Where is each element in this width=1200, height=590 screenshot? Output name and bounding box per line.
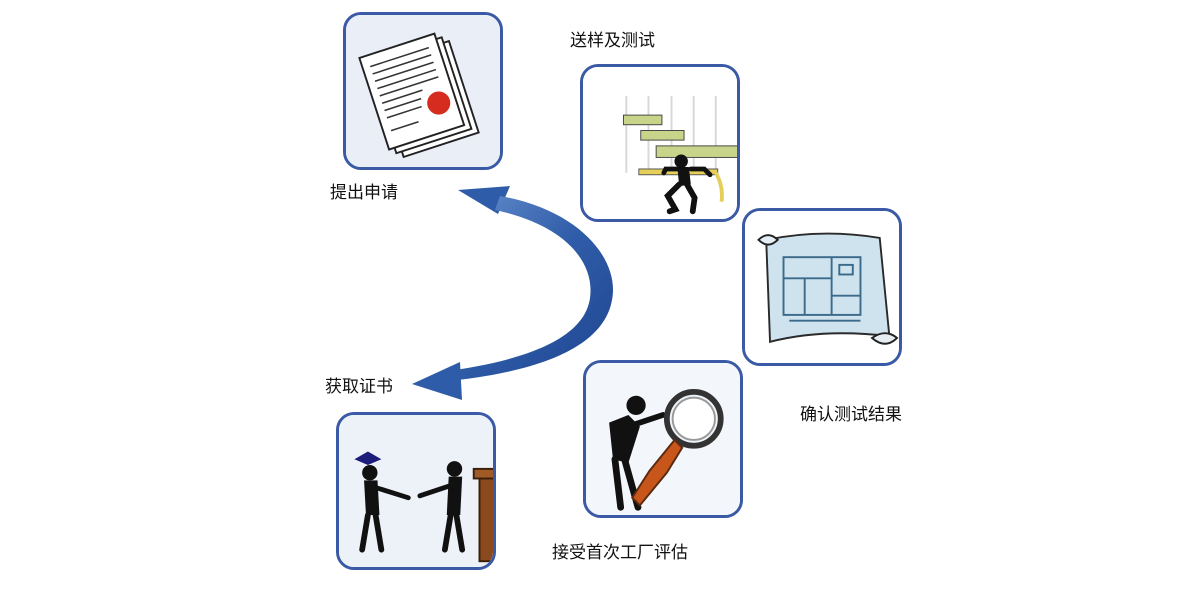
step-label-sample-testing: 送样及测试 (570, 31, 655, 51)
magnifying-glass-figure-icon (586, 363, 740, 515)
blueprint-scroll-icon (745, 211, 899, 363)
panel-confirm-results (742, 208, 902, 366)
step-label-factory-evaluation: 接受首次工厂评估 (552, 543, 688, 563)
handshake-podium-icon (339, 415, 493, 567)
testing-gantt-figure-icon (583, 67, 737, 219)
certificate-documents-icon (346, 15, 500, 167)
step-label-obtain-certificate: 获取证书 (325, 377, 393, 397)
panel-obtain-certificate (336, 412, 496, 570)
panel-sample-testing (580, 64, 740, 222)
panel-submit-application (343, 12, 503, 170)
panel-factory-evaluation (583, 360, 743, 518)
step-label-submit-application: 提出申请 (330, 183, 398, 203)
step-label-confirm-results: 确认测试结果 (800, 405, 902, 425)
